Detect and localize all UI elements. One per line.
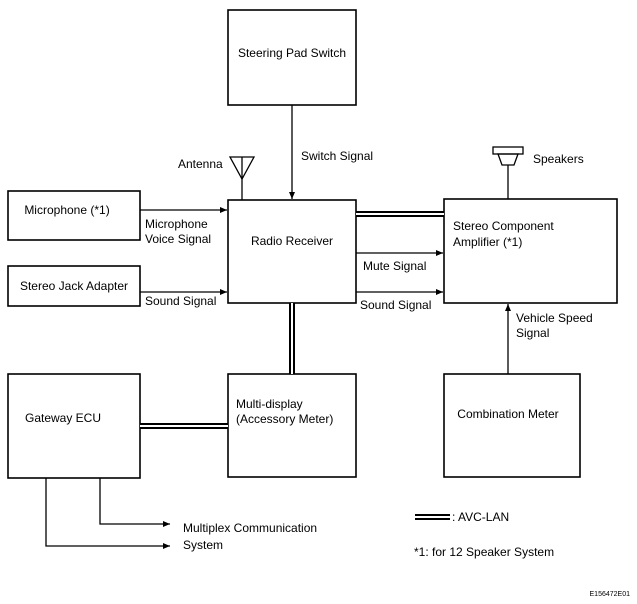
stereo-component-amplifier-label-line2: Amplifier (*1): [453, 235, 522, 249]
steering-pad-switch-box: Steering Pad Switch: [227, 9, 357, 106]
stereo-jack-adapter-label: Stereo Jack Adapter: [20, 279, 128, 293]
sound-signal-right-label: Sound Signal: [360, 298, 431, 312]
radio-receiver-label: Radio Receiver: [251, 234, 333, 248]
stereo-component-amplifier-box: Stereo Component Amplifier (*1): [443, 198, 618, 304]
multiplex-line-out: [99, 478, 170, 527]
antenna-icon: [228, 156, 256, 200]
stereo-jack-adapter-box: Stereo Jack Adapter: [7, 265, 141, 307]
avc-lan-legend: : AVC-LAN: [415, 510, 509, 524]
switch-signal-label: Switch Signal: [301, 149, 373, 163]
multi-display-label-line2: (Accessory Meter): [236, 412, 333, 426]
radio-receiver-box: Radio Receiver: [227, 199, 357, 304]
sound-signal-left-label: Sound Signal: [145, 294, 216, 308]
microphone-box: Microphone (*1): [7, 190, 141, 241]
gateway-ecu-label: Gateway ECU: [25, 411, 101, 425]
multi-display-label-line1: Multi-display: [236, 397, 303, 411]
multiplex-line-out-2: [45, 478, 170, 549]
stereo-component-amplifier-label-line1: Stereo Component: [453, 219, 554, 233]
mute-signal-label: Mute Signal: [363, 259, 426, 273]
multi-display-box: Multi-display (Accessory Meter): [227, 373, 357, 478]
vehicle-speed-signal-label-line1: Vehicle Speed: [516, 311, 593, 325]
multiplex-communication-label-line2: System: [183, 538, 223, 552]
microphone-voice-signal-label-line1: Microphone: [145, 217, 208, 231]
combination-meter-box: Combination Meter: [443, 373, 581, 478]
multiplex-communication-label-line1: Multiplex Communication: [183, 521, 317, 535]
gateway-ecu-box: Gateway ECU: [7, 373, 141, 479]
avc-lan-legend-label: : AVC-LAN: [452, 510, 509, 524]
figure-id: E156472E01: [590, 591, 631, 598]
vehicle-speed-signal-label-line2: Signal: [516, 326, 549, 340]
speakers-label: Speakers: [533, 152, 584, 166]
microphone-voice-signal-label-line2: Voice Signal: [145, 232, 211, 246]
combination-meter-label: Combination Meter: [457, 407, 558, 421]
antenna-label: Antenna: [178, 157, 223, 171]
footnote: *1: for 12 Speaker System: [414, 545, 554, 559]
microphone-label: Microphone (*1): [24, 203, 109, 217]
speaker-icon: [492, 146, 524, 199]
steering-pad-switch-label: Steering Pad Switch: [238, 46, 346, 60]
